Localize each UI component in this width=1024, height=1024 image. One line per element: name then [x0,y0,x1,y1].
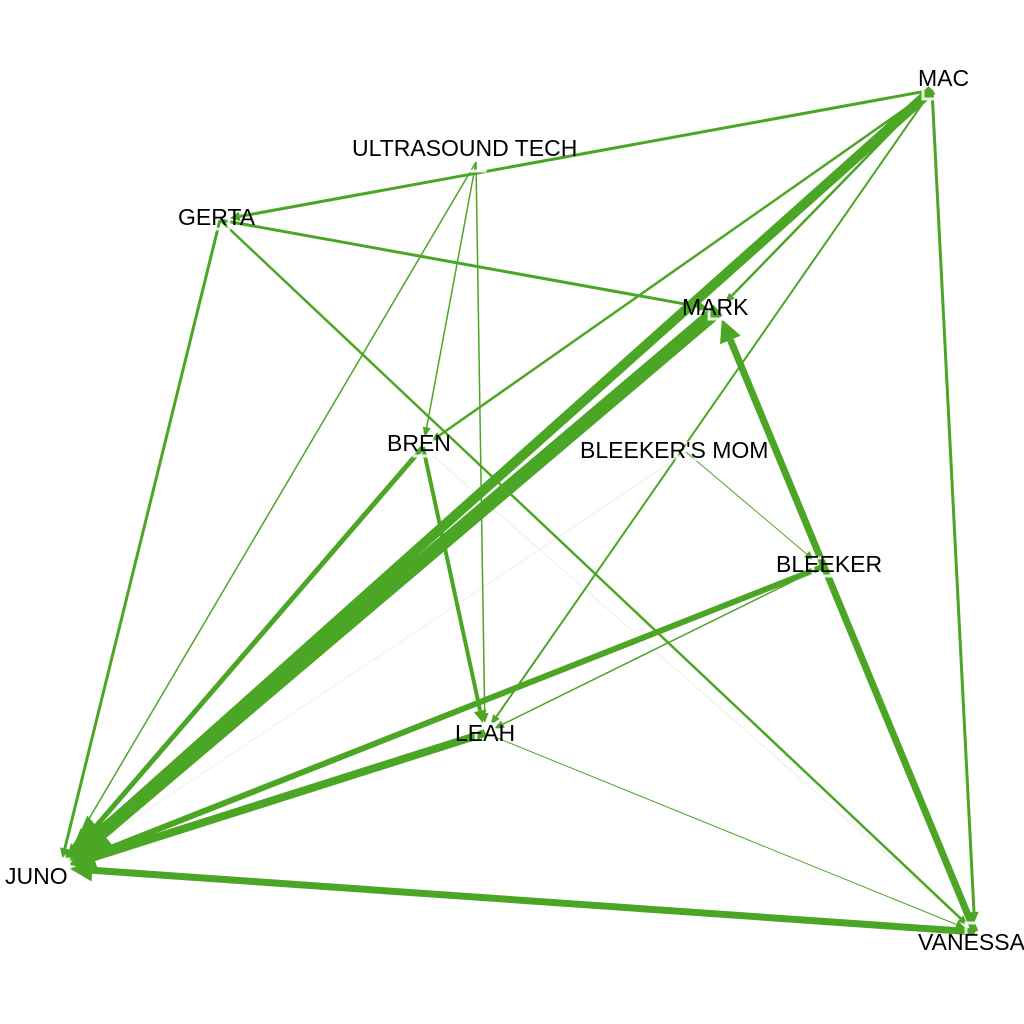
arrowhead-mark [720,319,741,345]
arrowhead-bren [422,426,431,438]
edge-mac-to-bren [438,88,933,437]
edge-bleeker-to-leah [502,566,823,725]
node-leah: LEAH [455,720,515,746]
node-marker [465,151,487,173]
edge-bleeker-to-juno [86,564,824,861]
edge-bren-to-leah [421,446,483,712]
node-layer: MAC ULTRASOUND TECH GERTA MARK BREN BLEEKER'S… [5,65,1024,955]
node-label: GERTA [178,204,256,230]
node-marker [49,857,71,879]
edge-ultrasound-tech-to-leah [475,161,486,714]
node-marker [707,299,729,321]
node-gerta: GERTA [178,204,256,231]
edge-gerta-to-vanessa [219,219,962,920]
edge-gerta-to-juno [63,219,222,849]
arrowhead-leah [490,714,500,725]
edge-bleeker-s-mom-to-juno [76,451,687,858]
edge-layer [60,86,979,936]
edge-vanessa-to-mark [727,338,979,934]
arrowhead-leah [473,709,487,724]
node-label: ULTRASOUND TECH [352,135,577,161]
node-bren: BREN [387,430,451,458]
edge-bren-to-vanessa [422,446,961,919]
edge-gerta-to-mark [219,218,699,308]
node-label: VANESSA [918,929,1024,955]
edge-mark-to-juno [97,304,723,838]
arrowhead-mark [697,301,709,312]
arrowhead-juno [60,847,70,859]
edge-mac-to-gerta [239,88,933,218]
node-label: MARK [682,294,749,320]
node-bleeker: BLEEKER [776,551,882,578]
node-mark: MARK [682,294,749,321]
arrowhead-bren [431,432,442,442]
node-ultrasound-tech: ULTRASOUND TECH [352,135,577,173]
edge-vanessa-to-juno [92,866,976,936]
node-marker [474,722,496,744]
arrowhead-vanessa [954,920,966,929]
node-marker [921,79,943,101]
node-label: MAC [918,65,969,91]
node-label: JUNO [5,863,68,889]
edge-leah-to-vanessa [484,732,957,925]
node-bleeker-s-mom: BLEEKER'S MOM [580,437,768,463]
edge-mac-to-leah [495,89,933,718]
node-vanessa: VANESSA [918,921,1024,955]
node-marker [964,921,986,943]
node-label: BREN [387,430,451,456]
node-juno: JUNO [5,857,71,889]
node-label: LEAH [455,720,515,746]
node-marker [811,556,833,578]
edge-leah-to-juno [92,729,487,862]
node-marker [209,209,231,231]
edge-bleeker-s-mom-to-bleeker [685,451,808,555]
node-marker [412,436,434,458]
edge-mac-to-vanessa [930,89,976,913]
edge-ultrasound-tech-to-bren [425,161,477,428]
arrowhead-gerta [229,211,241,222]
arrowhead-leah [493,720,505,729]
node-mac: MAC [918,65,969,101]
node-marker [675,441,697,463]
edge-ultrasound-tech-to-juno [69,161,477,852]
arrowhead-vanessa [969,911,979,923]
node-label: BLEEKER'S MOM [580,437,768,463]
node-label: BLEEKER [776,551,882,577]
edge-bren-to-juno [75,445,425,850]
arrowhead-juno [67,815,117,862]
